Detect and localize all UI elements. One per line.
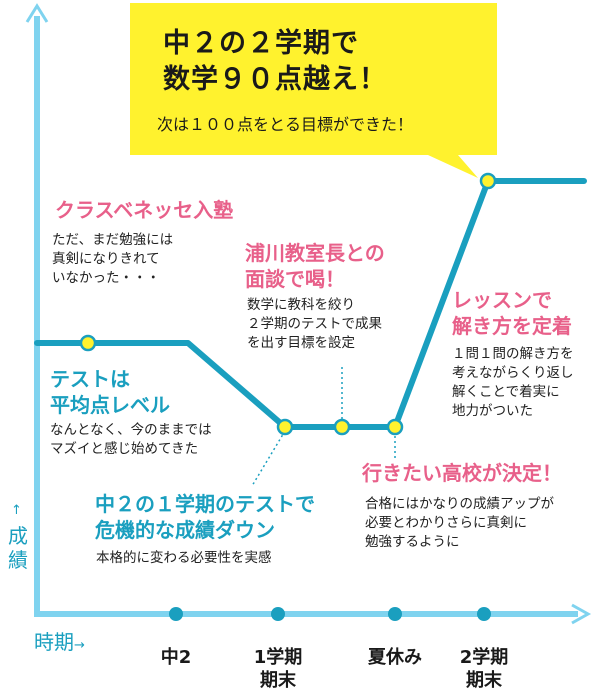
callout-bubble	[130, 3, 497, 178]
callout-title: 中２の２学期で数学９０点越え！	[163, 28, 387, 95]
note-school-title: 行きたい高校が決定！	[362, 461, 562, 485]
note-drop-title: 中２の１学期のテストで危機的な成績ダウン	[95, 492, 315, 542]
tick-dot-2	[271, 607, 285, 621]
callout-subtitle: 次は１００点をとる目標ができた！	[157, 115, 414, 134]
note-school-body: 合格にはかなりの成績アップが必要とわかりさらに真剣に勉強するように	[365, 496, 554, 550]
leader-drop	[251, 430, 286, 487]
tick-dot-1	[169, 607, 183, 621]
x-axis-arrowhead	[571, 603, 592, 625]
point-drop	[276, 418, 294, 436]
tick-label-1: 中2	[160, 647, 192, 668]
note-juku-title: クラスベネッセ入塾	[55, 198, 234, 222]
note-interview-title: 浦川教室長との面談で喝！	[245, 241, 385, 291]
y-axis-arrow-glyph: ↑	[11, 503, 22, 518]
note-average-body: なんとなく、今のままではマズイと感じ始めてきた	[50, 422, 212, 457]
tick-label-4: 2学期期末	[459, 647, 509, 691]
x-axis-arrow-glyph: →	[74, 638, 85, 653]
y-axis-arrowhead	[25, 3, 49, 23]
y-axis-label: ↑成績	[8, 498, 30, 572]
point-school	[386, 418, 404, 436]
tick-dot-3	[388, 607, 402, 621]
tick-label-3: 夏休み	[368, 647, 422, 668]
note-drop-body: 本格的に変わる必要性を実感	[96, 550, 272, 566]
note-juku-body: ただ、まだ勉強には真剣になりきれていなかった・・・	[52, 232, 174, 286]
tick-dot-4	[477, 607, 491, 621]
point-interview	[333, 418, 351, 436]
note-average-title: テストは平均点レベル	[50, 367, 170, 417]
x-axis-label: 時期→	[34, 630, 85, 654]
point-top	[479, 172, 497, 190]
tick-label-2: 1学期期末	[253, 647, 303, 691]
note-lesson-body: １問１問の解き方を考えながらくり返し解くことで着実に地力がついた	[452, 346, 574, 419]
note-lesson-title: レッスンで解き方を定着	[452, 288, 572, 338]
point-juku	[79, 334, 97, 352]
